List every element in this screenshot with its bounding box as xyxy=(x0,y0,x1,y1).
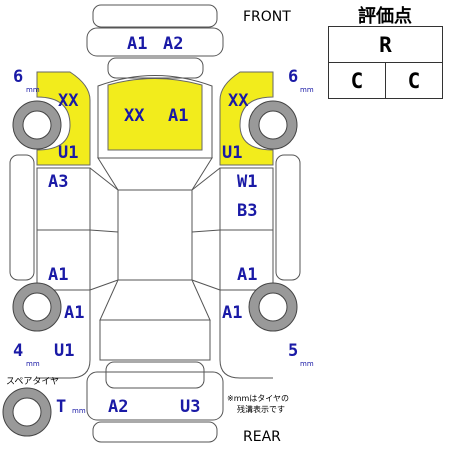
left-pillar-line xyxy=(89,167,119,191)
mark-right-front-door-2: B3 xyxy=(237,201,257,221)
right-front-fender-highlight xyxy=(219,71,274,166)
overall-score: R xyxy=(328,26,443,63)
mark-left-quarter-top: A1 xyxy=(64,303,84,323)
hood-outline xyxy=(97,75,213,159)
interior-score: C xyxy=(328,62,386,99)
mark-spare-tire: T xyxy=(56,397,66,417)
windshield xyxy=(97,157,213,191)
trunk xyxy=(99,319,211,361)
right-quarter-panel xyxy=(219,289,273,379)
tread-unit-rear-left: mm xyxy=(26,360,40,368)
tread-unit-rear-right: mm xyxy=(300,360,314,368)
mark-left-rear-door: A1 xyxy=(48,265,68,285)
score-title: 評価点 xyxy=(358,6,412,27)
mark-front-bumper-left: A1 xyxy=(127,34,147,54)
right-rear-pillar-line xyxy=(191,279,221,291)
rear-label: REAR xyxy=(243,429,281,445)
hood-highlight xyxy=(107,78,203,151)
left-quarter-panel xyxy=(37,289,91,379)
left-roof-line xyxy=(89,229,119,233)
tread-front-right: 6 xyxy=(288,67,298,87)
tire-spare xyxy=(2,387,52,437)
right-pillar-line xyxy=(191,167,221,191)
front-grille xyxy=(107,57,204,79)
tread-rear-right: 5 xyxy=(288,341,298,361)
tread-unit-front-left: mm xyxy=(26,86,40,94)
mark-right-fender-top: XX xyxy=(228,91,249,111)
front-bumper xyxy=(86,27,224,57)
tread-rear-left: 4 xyxy=(13,341,23,361)
front-label: FRONT xyxy=(243,9,291,25)
tread-note-line-2: 残溝表示です xyxy=(237,404,285,414)
rear-bumper-bottom xyxy=(92,421,218,443)
tire-front-right xyxy=(248,100,298,150)
mark-right-quarter: A1 xyxy=(222,303,242,323)
roof xyxy=(117,189,193,281)
tread-unit-front-right: mm xyxy=(300,86,314,94)
front-bumper-top xyxy=(92,4,218,28)
mark-hood-2: A1 xyxy=(168,106,188,126)
mark-front-bumper-right: A2 xyxy=(163,34,183,54)
left-side-skirt xyxy=(9,154,35,281)
mark-hood-1: XX xyxy=(124,106,145,126)
rear-lamps xyxy=(105,361,205,389)
mark-left-quarter-bottom: U1 xyxy=(54,341,74,361)
rear-bumper xyxy=(86,371,224,421)
tread-front-left: 6 xyxy=(13,67,23,87)
mark-rear-bumper-left: A2 xyxy=(108,397,128,417)
score-table: R C C xyxy=(328,26,443,99)
left-front-fender-highlight xyxy=(36,71,91,166)
right-side-skirt xyxy=(275,154,301,281)
mark-right-rear-door: A1 xyxy=(237,265,257,285)
mark-left-fender-top: XX xyxy=(58,91,79,111)
mark-right-front-door-1: W1 xyxy=(237,172,257,192)
tire-rear-right xyxy=(248,282,298,332)
tread-note-line-1: ※mmはタイヤの xyxy=(227,394,289,403)
spare-tire-label: スペアタイヤ xyxy=(6,376,59,387)
mark-right-fender-bottom: U1 xyxy=(222,143,242,163)
mark-rear-bumper-right: U3 xyxy=(180,397,200,417)
exterior-score: C xyxy=(385,62,443,99)
tire-front-left xyxy=(12,100,62,150)
right-roof-line xyxy=(191,229,221,233)
rear-window xyxy=(99,279,211,321)
mark-left-fender-bottom: U1 xyxy=(58,143,78,163)
tread-unit-spare: mm xyxy=(72,407,86,415)
mark-left-front-door: A3 xyxy=(48,172,68,192)
tire-rear-left xyxy=(12,282,62,332)
left-rear-pillar-line xyxy=(89,279,119,291)
